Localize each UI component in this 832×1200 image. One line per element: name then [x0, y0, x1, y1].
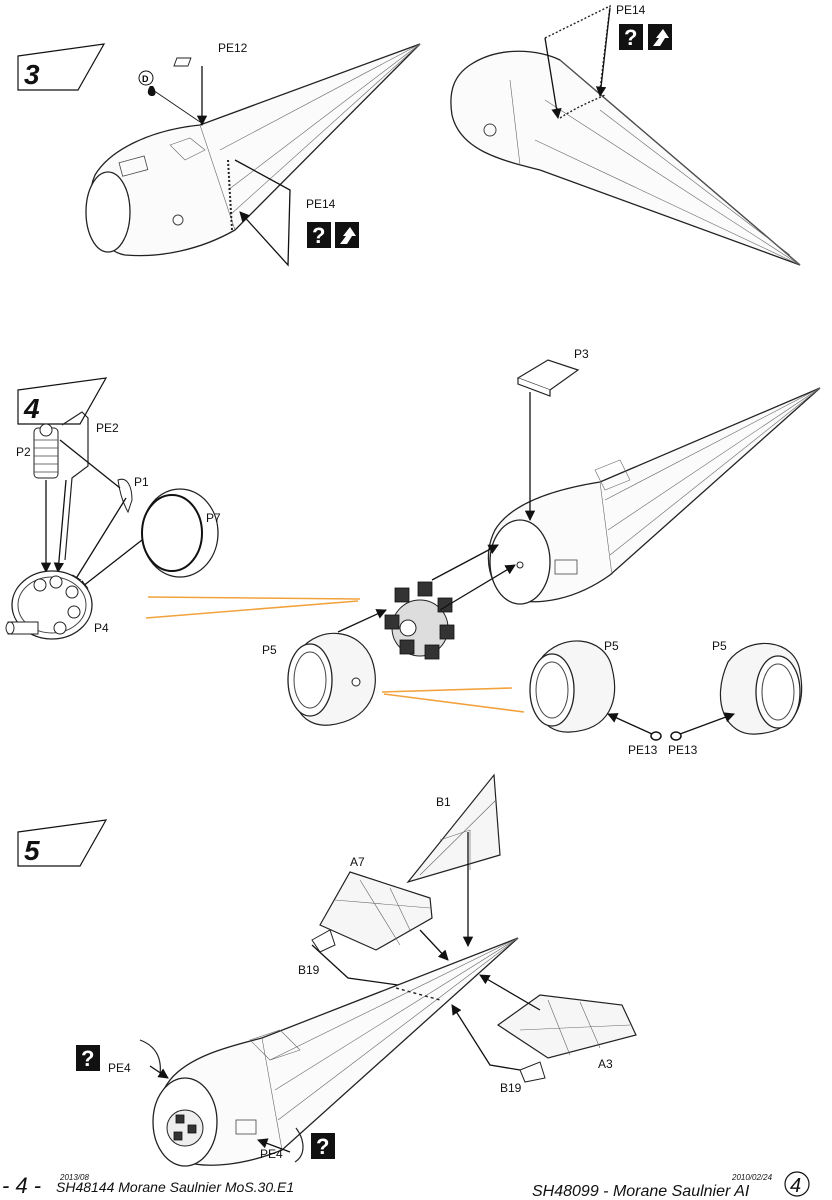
label-p3: P3	[574, 347, 589, 361]
label-p7: P7	[206, 511, 221, 525]
step-3-badge: 3	[17, 43, 106, 91]
optional-icon-pe4-bottom: ?	[311, 1133, 335, 1159]
label-p1: P1	[134, 475, 149, 489]
pe12-part	[173, 57, 192, 67]
svg-text:?: ?	[316, 1134, 329, 1159]
guide-line-1	[147, 596, 361, 600]
p4-crankcase-part	[5, 570, 93, 640]
step-3-fuselage-right	[450, 4, 801, 266]
label-pe13-a: PE13	[628, 743, 658, 757]
p7-ring-part	[141, 488, 219, 578]
footer-page-number-badge: 4	[784, 1171, 810, 1197]
footer-right-title: SH48099 - Morane Saulnier AI	[532, 1183, 750, 1200]
guide-line-3	[381, 687, 513, 693]
label-pe2: PE2	[96, 421, 119, 435]
p1-part	[117, 478, 133, 514]
label-p2: P2	[16, 445, 31, 459]
label-pe13-b: PE13	[668, 743, 698, 757]
b19-strut-right	[519, 1061, 546, 1083]
label-b19-right: B19	[500, 1081, 522, 1095]
step-4-number: 4	[23, 393, 40, 424]
glue-icon: D	[138, 70, 201, 123]
b1-fin-part	[406, 773, 501, 884]
optional-icon-left: ?	[307, 222, 359, 248]
b19-strut-left	[311, 929, 336, 953]
footer-left-title: SH48144 Morane Saulnier MoS.30.E1	[56, 1179, 294, 1195]
svg-text:?: ?	[312, 223, 325, 248]
label-pe4-top: PE4	[108, 1061, 131, 1075]
footer-right-date: 2010/02/24	[731, 1173, 773, 1182]
optional-icon-pe4-top: ?	[76, 1045, 100, 1071]
footer-left-date: 2013/08	[59, 1173, 89, 1182]
footer-page-number: 4	[790, 1175, 801, 1197]
pe14-arrow-right-a	[544, 37, 562, 120]
label-a7: A7	[350, 855, 365, 869]
label-pe14-left: PE14	[306, 197, 336, 211]
step-5-number: 5	[24, 835, 40, 866]
guide-line-2	[145, 600, 359, 619]
guide-line-4	[383, 693, 525, 713]
p2-cylinder-part	[33, 423, 59, 479]
optional-icon-right: ?	[619, 24, 672, 50]
label-b19-left: B19	[298, 963, 320, 977]
p3-panel-part	[516, 359, 580, 397]
step-5-fuselage	[152, 937, 519, 1167]
pe4-wire-bottom	[294, 1127, 304, 1163]
a3-stabilizer-part	[496, 994, 637, 1059]
label-p5-a: P5	[604, 639, 619, 653]
p5-cowling-b	[719, 642, 803, 735]
footer-page-prefix: - 4 -	[2, 1173, 41, 1198]
label-a3: A3	[598, 1057, 613, 1071]
pe14-arrow-left	[234, 159, 291, 267]
svg-text:?: ?	[624, 25, 637, 50]
svg-text:D: D	[142, 74, 149, 84]
a7-stabilizer-part	[319, 871, 433, 951]
svg-text:?: ?	[81, 1046, 94, 1071]
label-pe12: PE12	[218, 41, 248, 55]
p5-cowling-a	[529, 640, 616, 733]
label-pe4-bottom: PE4	[260, 1147, 283, 1161]
pe2-wire-part	[61, 411, 89, 561]
radial-engine-part	[384, 581, 455, 660]
pe14-arrow-right-b	[595, 7, 611, 98]
step-5-badge: 5	[17, 819, 108, 867]
label-p5-b: P5	[712, 639, 727, 653]
pe13-parts	[650, 731, 682, 741]
label-p5-main: P5	[262, 643, 277, 657]
step-3-fuselage-left	[85, 43, 421, 257]
step-4-badge: 4	[17, 377, 108, 425]
p5-cowling-main	[287, 632, 376, 726]
step-4-fuselage	[487, 387, 821, 605]
label-b1: B1	[436, 795, 451, 809]
label-p4: P4	[94, 621, 109, 635]
pe4-wire-top	[139, 1039, 161, 1076]
label-pe14-right: PE14	[616, 3, 646, 17]
step-3-number: 3	[24, 59, 40, 90]
